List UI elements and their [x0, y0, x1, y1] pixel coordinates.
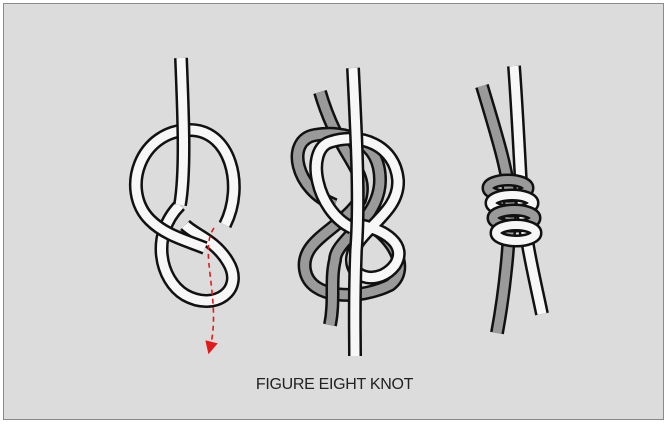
step-1-loop-formed [136, 58, 234, 348]
step-2-knot-loose [298, 68, 400, 356]
rope-white-standing-part [353, 68, 358, 356]
rope-white-standing-part [180, 58, 184, 205]
figure-caption: FIGURE EIGHT KNOT [0, 376, 669, 394]
step-3-knot-tight [482, 66, 542, 333]
